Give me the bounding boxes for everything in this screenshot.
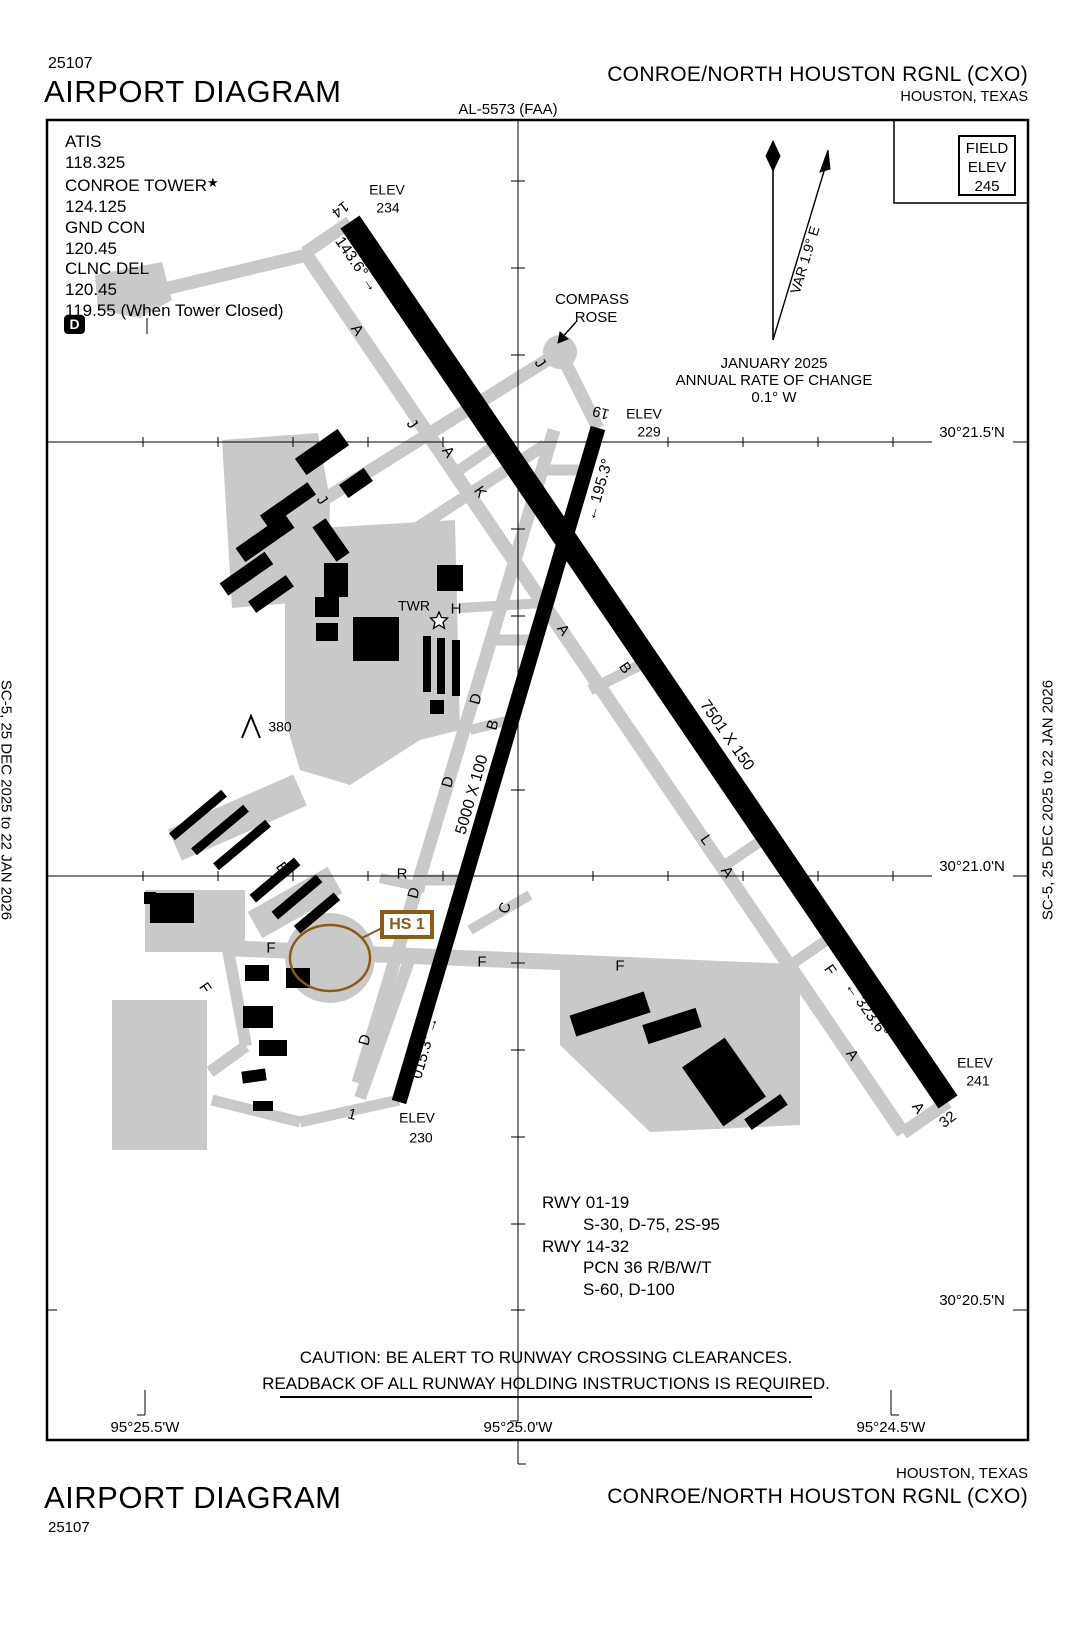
comm-frequency-block: ATIS 118.325 CONROE TOWER★ 124.125 GND C… xyxy=(65,132,284,321)
comm-tower-freq: 124.125 xyxy=(65,197,127,217)
runway-data-block: RWY 01-19 S-30, D-75, 2S-95 RWY 14-32 PC… xyxy=(542,1192,720,1301)
airport-name: CONROE/NORTH HOUSTON RGNL (CXO) xyxy=(607,63,1028,86)
comm-atis-freq: 118.325 xyxy=(65,152,126,172)
caution-underline xyxy=(280,1396,812,1398)
latitude-label-3: 30°20.5'N xyxy=(939,1292,1005,1310)
city-state: HOUSTON, TEXAS xyxy=(900,89,1028,105)
taxiway-label-f: F xyxy=(266,939,276,957)
comm-clnc-label: CLNC DEL xyxy=(65,259,150,279)
tower-label: TWR xyxy=(398,597,430,614)
chart-number: 25107 xyxy=(48,55,93,72)
tower-star-glyph: ★ xyxy=(207,175,219,191)
rwy32-elev-value: 241 xyxy=(966,1072,990,1089)
hot-spot-box: HS 1 xyxy=(380,910,434,939)
annual-rate-value: 0.1° W xyxy=(751,389,797,407)
data-rwy2: RWY 14-32 xyxy=(542,1236,630,1256)
annual-rate-label: ANNUAL RATE OF CHANGE xyxy=(675,372,873,390)
graticule-lines xyxy=(45,118,1030,1465)
rwy01-elev-label: ELEV xyxy=(399,1109,435,1126)
page-title: AIRPORT DIAGRAM xyxy=(44,74,342,109)
rwy19-elev-label: ELEV xyxy=(626,405,662,422)
field-elev-line1: FIELD xyxy=(965,140,1009,157)
caution-line1: CAUTION: BE ALERT TO RUNWAY CROSSING CLE… xyxy=(299,1348,793,1368)
compass-rose-label-2: ROSE xyxy=(574,309,618,327)
latitude-label-2: 30°21.0'N xyxy=(939,858,1005,876)
data-rwy2-strength: S-60, D-100 xyxy=(583,1280,675,1300)
footer-airport-name: CONROE/NORTH HOUSTON RGNL (CXO) xyxy=(607,1485,1028,1508)
rwy14-elev-label: ELEV xyxy=(369,181,405,198)
comm-closed-freq: 119.55 (When Tower Closed) xyxy=(65,300,284,320)
compass-rose-leader xyxy=(557,321,577,344)
taxiway-label-f: F xyxy=(477,953,487,971)
runway-01-19 xyxy=(391,425,606,1105)
north-arrow xyxy=(765,139,831,341)
rwy32-elev-label: ELEV xyxy=(957,1054,993,1071)
magnetic-date: JANUARY 2025 xyxy=(720,355,828,373)
data-rwy2-pcn: PCN 36 R/B/W/T xyxy=(583,1258,712,1278)
obstacle-elevation: 380 xyxy=(268,718,292,735)
latitude-label-1: 30°21.5'N xyxy=(939,424,1005,442)
field-elev-value: 245 xyxy=(974,178,1000,195)
comm-gnd-label: GND CON xyxy=(65,217,146,237)
rwy19-elev-value: 229 xyxy=(637,423,661,440)
procedure-id: AL-5573 (FAA) xyxy=(458,101,558,119)
footer-chart-number: 25107 xyxy=(48,1519,90,1536)
rwy14-elev-value: 234 xyxy=(376,199,400,216)
compass-rose-label-1: COMPASS xyxy=(555,291,629,309)
longitude-label-2: 95°25.0'W xyxy=(483,1419,553,1437)
tower-star-icon xyxy=(429,610,449,630)
taxiway-label-f: F xyxy=(615,957,625,975)
d-atis-icon: D xyxy=(64,315,85,334)
runway-shapes xyxy=(340,215,958,1109)
building-shapes xyxy=(144,428,788,1130)
comm-clnc-freq: 120.45 xyxy=(65,279,117,299)
longitude-label-1: 95°25.5'W xyxy=(110,1419,180,1437)
footer-title: AIRPORT DIAGRAM xyxy=(44,1480,342,1515)
field-elev-line2: ELEV xyxy=(967,159,1007,176)
footer-city: HOUSTON, TEXAS xyxy=(896,1465,1028,1482)
edge-note-right: SC-5, 25 DEC 2025 to 22 JAN 2026 xyxy=(1039,679,1057,921)
rwy01-elev-value: 230 xyxy=(409,1129,433,1146)
runway-14-32 xyxy=(340,215,958,1109)
longitude-label-3: 95°24.5'W xyxy=(856,1419,926,1437)
hot-spot-ellipse xyxy=(288,923,383,993)
caution-line2: READBACK OF ALL RUNWAY HOLDING INSTRUCTI… xyxy=(262,1374,830,1394)
taxiway-label-h: H xyxy=(450,600,462,618)
edge-note-left: SC-5, 25 DEC 2025 to 22 JAN 2026 xyxy=(0,679,15,921)
field-elevation-box: FIELD ELEV 245 xyxy=(958,135,1016,196)
comm-tower-label: CONROE TOWER★ xyxy=(65,175,219,196)
data-rwy1-strength: S-30, D-75, 2S-95 xyxy=(583,1214,721,1234)
data-rwy1: RWY 01-19 xyxy=(542,1193,630,1212)
comm-gnd-freq: 120.45 xyxy=(65,238,117,258)
obstacle-icon xyxy=(241,713,261,739)
taxiway-label-r: R xyxy=(396,865,408,883)
comm-atis-label: ATIS xyxy=(65,132,102,151)
